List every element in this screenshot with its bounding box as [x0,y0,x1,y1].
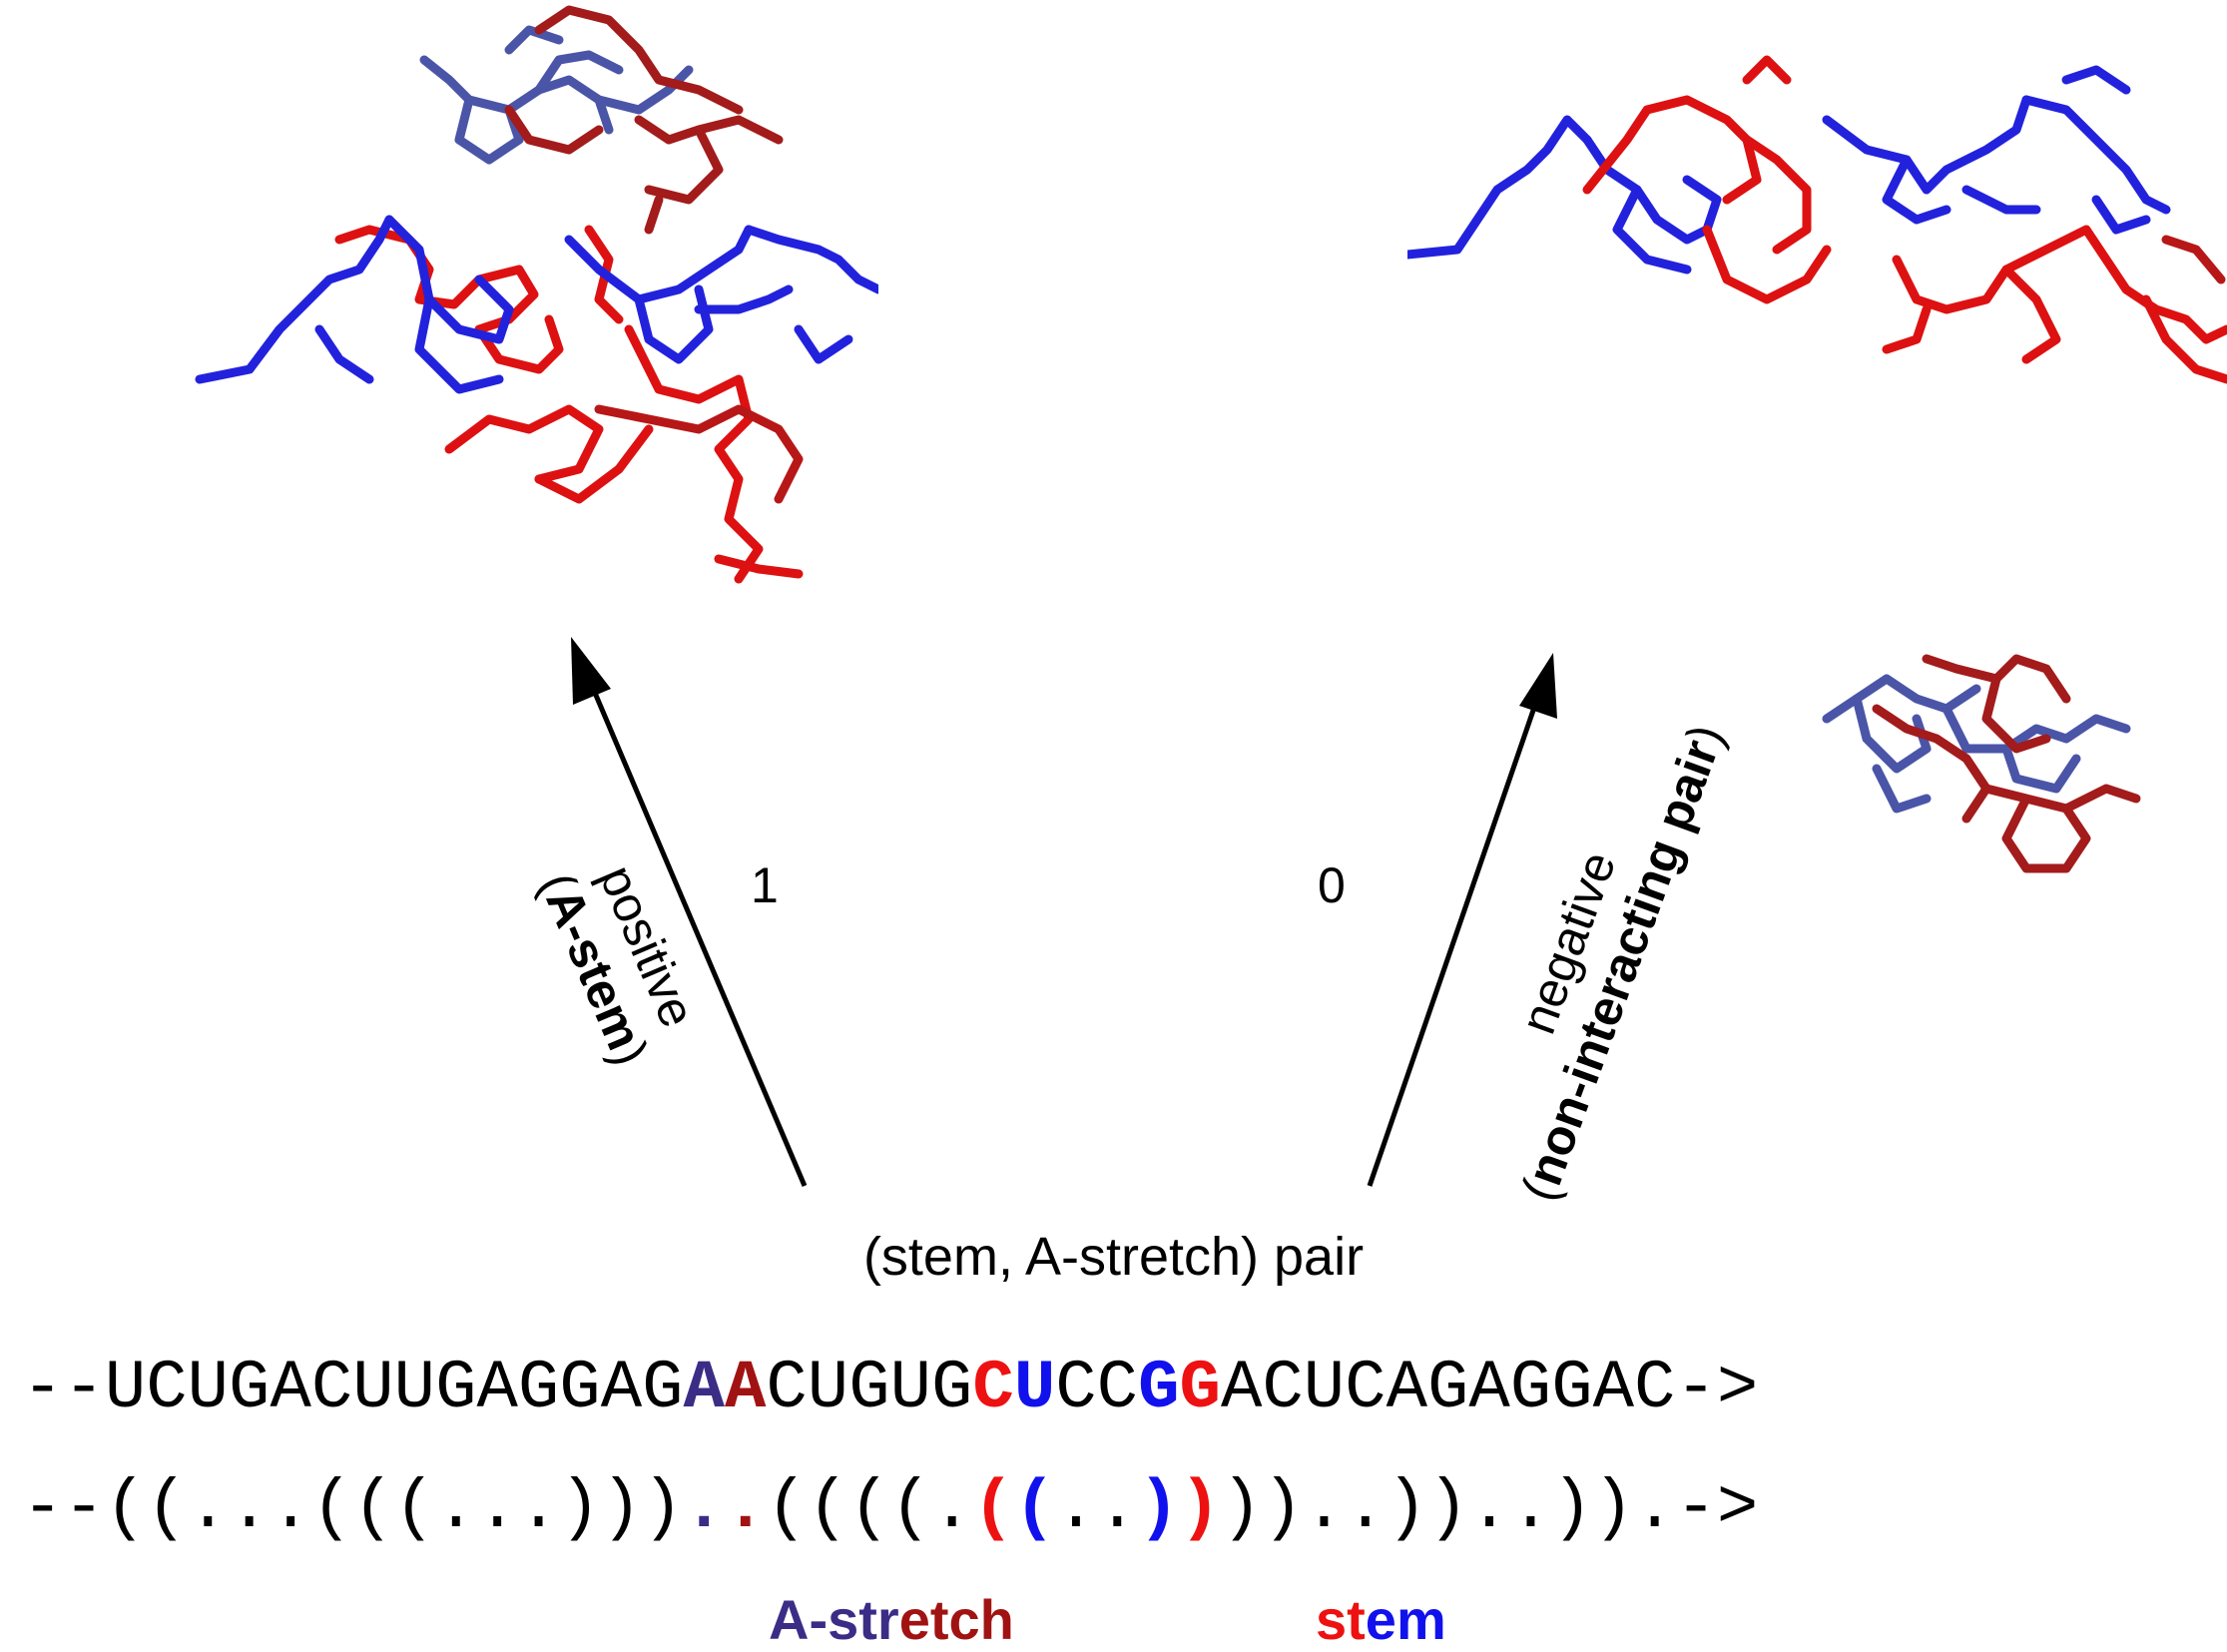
str-p4: ) [1179,1469,1221,1547]
rna-sequence: --UCUGACUUGAGGAGAACUGUGCUCCGGACUCAGAGGAC… [22,1350,1758,1427]
str-p2: ( [1013,1469,1056,1547]
stem-label-part2: em [1365,1588,1446,1651]
str-before: ((...(((...))) [104,1469,684,1547]
molecule-stem-stack-right [1407,55,2227,384]
seq-a2: A [724,1350,767,1427]
str-prefix: -- [22,1469,105,1547]
seq-g2: G [1179,1350,1221,1427]
str-middle: ((((. [766,1469,973,1547]
molecule-astretch-pair-right [1822,654,2141,873]
seq-between: CC [1055,1350,1139,1427]
seq-after: ACUCAGAGGAC [1220,1350,1676,1427]
str-after: ))..))..)). [1220,1469,1676,1547]
seq-a1: A [683,1350,725,1427]
seq-before: UCUGACUUGAGGAG [104,1350,684,1427]
astretch-label: A-stretch [769,1587,1014,1652]
seq-suffix: -> [1675,1350,1759,1427]
str-suffix: -> [1675,1469,1759,1547]
molecule-stem-stack-left [195,5,878,584]
negative-weight: 0 [1318,857,1346,913]
astretch-label-part2: etch [898,1588,1014,1651]
positive-weight: 1 [751,857,779,913]
negative-arrow [1367,653,1557,1187]
seq-prefix: -- [22,1350,105,1427]
positive-arrow [571,637,808,1187]
str-between: .. [1055,1469,1139,1547]
seq-c: C [972,1350,1014,1427]
dot-bracket-structure: --((...(((...)))..((((.((..))))..))..)).… [22,1469,1758,1547]
source-pair-label: (stem, A-stretch) pair [862,1227,1365,1287]
seq-g1: G [1138,1350,1180,1427]
astretch-label-part1: A-str [769,1588,899,1651]
stem-label: stem [1316,1587,1446,1652]
str-p1: ( [972,1469,1014,1547]
str-d1: . [683,1469,725,1547]
seq-u: U [1013,1350,1056,1427]
seq-middle: CUGUG [766,1350,973,1427]
str-d2: . [724,1469,767,1547]
str-p3: ) [1138,1469,1180,1547]
stem-label-part1: st [1316,1588,1366,1651]
